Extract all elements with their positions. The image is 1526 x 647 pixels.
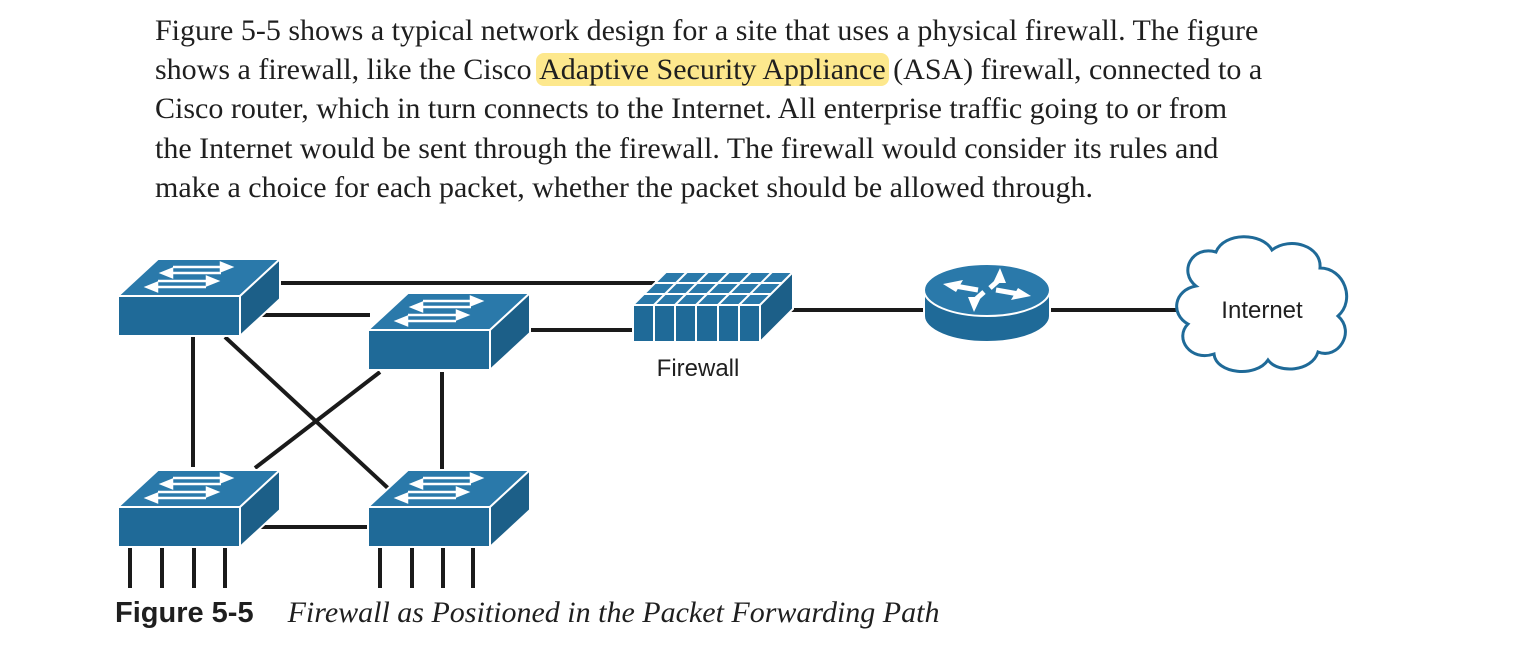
paragraph-text: (ASA) firewall, connected to a [885,53,1263,87]
figure-number: Figure 5-5 [115,597,254,629]
access-port-lines [128,548,475,588]
figure-caption: Figure 5-5 Firewall as Positioned in the… [115,596,939,630]
router-icon [923,263,1051,343]
cloud-icon [1175,235,1349,373]
paragraph-line: Cisco router, which in turn connects to … [155,92,1228,126]
paragraph-text: shows a firewall, like the Cisco [155,53,540,87]
switch-icon [116,257,282,338]
switch-icon [366,468,532,549]
body-paragraph: Figure 5-5 shows a typical network desig… [155,11,1405,207]
link-switch2-switch3 [253,370,382,470]
switch-icon [366,291,532,372]
internet-label: Internet [1221,297,1303,324]
highlighted-term[interactable]: Adaptive Security Appliance [536,53,889,87]
firewall-icon [630,269,796,345]
link-switch1-switch4 [223,335,392,492]
paragraph-line: shows a firewall, like the Cisco Adaptiv… [155,50,1405,89]
figure-title: Firewall as Positioned in the Packet For… [287,596,940,629]
switch-icon [116,468,282,549]
firewall-label: Firewall [657,355,740,382]
paragraph-line: the Internet would be sent through the f… [155,131,1219,165]
paragraph-line: make a choice for each packet, whether t… [155,170,1093,204]
paragraph-line: Figure 5-5 shows a typical network desig… [155,14,1259,47]
network-links [191,281,1178,529]
